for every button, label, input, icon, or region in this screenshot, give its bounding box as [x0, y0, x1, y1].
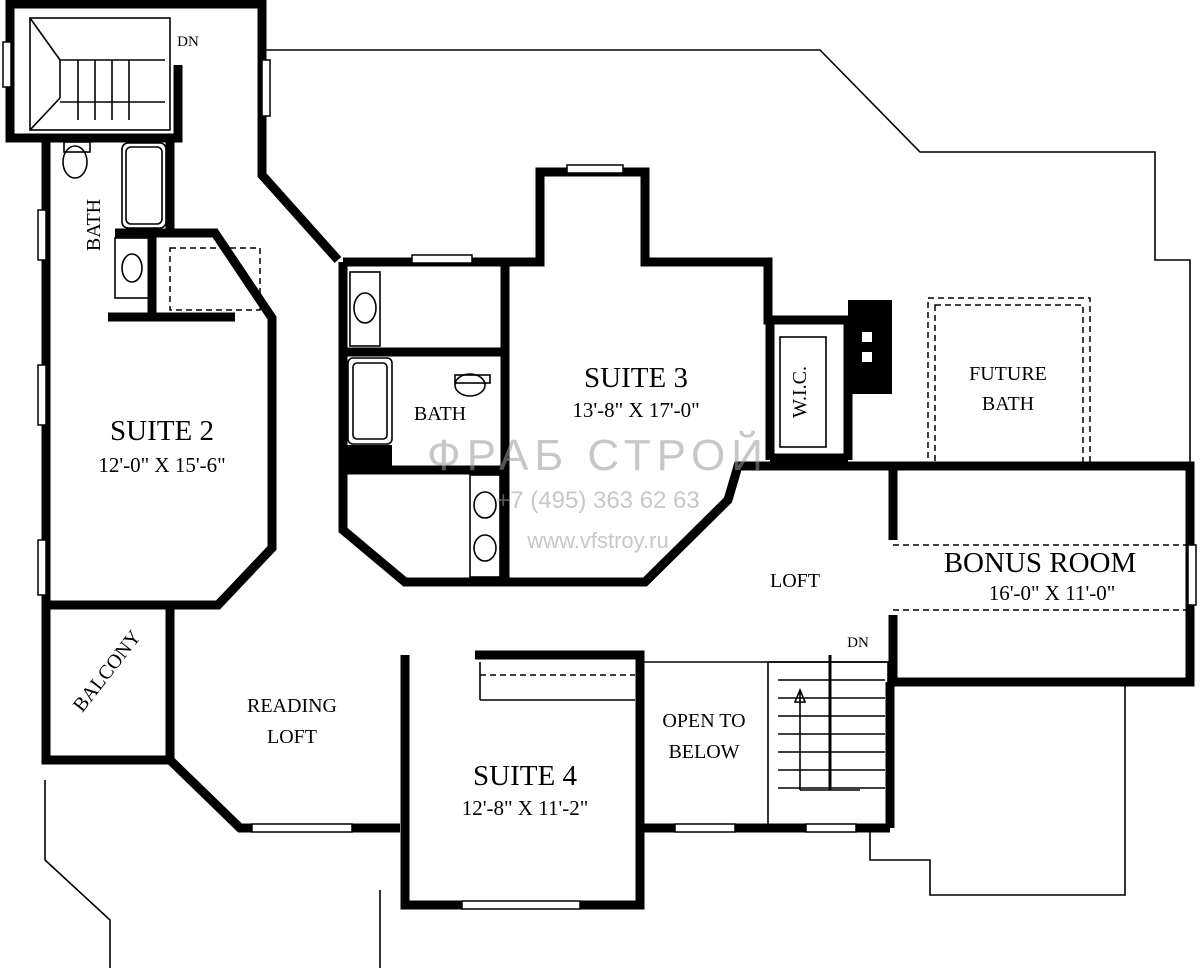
reading-loft-label-2: LOFT	[267, 726, 317, 748]
walls	[5, 0, 1195, 910]
suite-2-label: SUITE 2	[110, 415, 214, 447]
open-to-below-label-2: BELOW	[668, 741, 739, 763]
bonus-room-dimensions: 16'-0" X 11'-0"	[989, 581, 1116, 605]
future-bath-label-2: BATH	[982, 393, 1034, 415]
watermark-url: www.vfstroy.ru	[526, 528, 668, 553]
stair-treads-right	[778, 655, 885, 791]
loft-label: LOFT	[770, 570, 820, 592]
bonus-room-label: BONUS ROOM	[944, 547, 1137, 579]
balcony-label: BALCONY	[69, 626, 146, 716]
reading-loft-label-1: READING	[247, 695, 337, 717]
suite-3-label: SUITE 3	[584, 362, 688, 394]
open-to-below-label-1: OPEN TO	[662, 710, 745, 732]
future-bath-label-1: FUTURE	[969, 363, 1047, 385]
suite-4-dimensions: 12'-8" X 11'-2"	[462, 796, 589, 820]
bath-mid-label: BATH	[414, 403, 466, 425]
stair-dn-right-label: DN	[847, 635, 869, 651]
fixtures	[29, 17, 1188, 828]
windows	[2, 41, 1197, 910]
stair-treads-top	[29, 17, 171, 131]
suite-4-label: SUITE 4	[473, 760, 577, 792]
watermark-brand: ФРАБ СТРОЙ	[427, 429, 769, 480]
wic-label: W.I.C.	[789, 366, 811, 418]
bath-left-label: BATH	[83, 199, 105, 251]
stair-dn-top-label: DN	[177, 34, 199, 50]
suite-2-dimensions: 12'-0" X 15'-6"	[98, 453, 225, 477]
suite-3-dimensions: 13'-8" X 17'-0"	[572, 398, 699, 422]
watermark-phone: +7 (495) 363 62 63	[496, 487, 700, 514]
